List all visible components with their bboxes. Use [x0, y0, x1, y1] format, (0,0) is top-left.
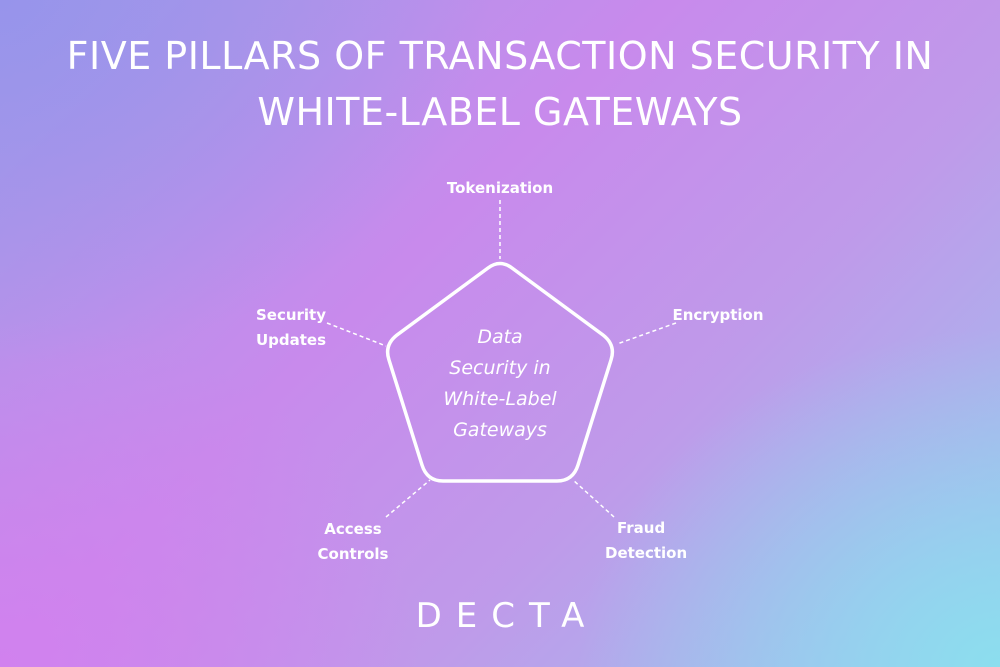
pillar-encryption-label: Encryption	[672, 306, 764, 324]
pillar-access-controls-line-2: Controls	[317, 545, 389, 563]
pillar-access-controls: Access Controls	[298, 517, 408, 567]
center-label-line-1: Data	[477, 326, 523, 348]
center-label-line-4: Gateways	[453, 419, 547, 441]
connector-lines	[326, 200, 677, 518]
pillar-encryption: Encryption	[658, 303, 778, 328]
title-line-2: WHITE-LABEL GATEWAYS	[257, 90, 743, 134]
pillar-tokenization: Tokenization	[440, 176, 560, 201]
pillar-security-updates: Security Updates	[236, 303, 346, 353]
center-label-line-3: White-Label	[443, 388, 557, 410]
decta-logo: DECTA	[415, 596, 599, 636]
pillar-security-updates-line-2: Updates	[255, 331, 327, 349]
pillar-fraud-detection-line-1: Fraud	[617, 519, 666, 537]
pillar-security-updates-line-1: Security	[255, 306, 327, 324]
connector-access-controls	[385, 479, 431, 518]
pillar-access-controls-line-1: Access	[324, 520, 382, 538]
page-title: FIVE PILLARS OF TRANSACTION SECURITY IN …	[0, 28, 1000, 140]
center-label: Data Security in White-Label Gateways	[400, 322, 600, 446]
pentagon-shape	[385, 261, 615, 483]
connector-fraud-detection	[572, 479, 615, 518]
pillar-tokenization-label: Tokenization	[446, 179, 554, 197]
center-label-line-2: Security in	[449, 357, 551, 379]
title-line-1: FIVE PILLARS OF TRANSACTION SECURITY IN	[66, 34, 934, 78]
connector-encryption	[616, 322, 677, 345]
pillar-fraud-detection: Fraud Detection	[605, 516, 705, 566]
pillar-fraud-detection-line-2: Detection	[605, 544, 688, 562]
connector-security-updates	[326, 322, 387, 347]
